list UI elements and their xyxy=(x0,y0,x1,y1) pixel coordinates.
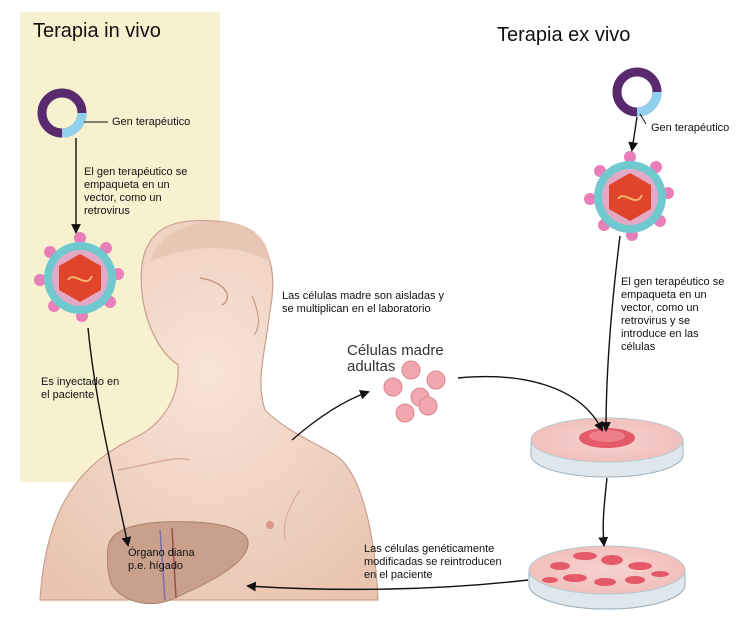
plasmid-left-icon xyxy=(37,88,87,138)
arrow-plasmid-to-virus-right xyxy=(628,116,639,152)
plasmid-right-icon xyxy=(612,67,662,117)
arrow-virus-to-dish xyxy=(601,235,621,432)
retrovirus-right-icon xyxy=(584,151,674,241)
stem-cells-cluster xyxy=(383,360,446,423)
label-target-organ: Órgano diana p.e. hígado xyxy=(128,547,195,572)
petri-dish-1 xyxy=(530,417,684,478)
label-gene-right: Gen terapéutico xyxy=(651,122,730,134)
label-reintroduced: Las células genéticamente modificadas se… xyxy=(364,543,502,581)
title-ex-vivo: Terapia ex vivo xyxy=(497,24,631,46)
label-stem-cells: Células madre adultas xyxy=(347,342,444,375)
label-packaged-left: El gen terapéutico se empaqueta en un ve… xyxy=(84,166,188,217)
patient-figure xyxy=(39,220,379,601)
arrow-virus-to-liver xyxy=(87,327,132,547)
label-injected: Es inyectado en el paciente xyxy=(41,376,120,401)
petri-dish-2 xyxy=(528,545,686,610)
arrow-cells-to-dish xyxy=(457,375,603,432)
label-packaged-right: El gen terapéutico se empaqueta en un ve… xyxy=(621,276,725,353)
title-in-vivo: Terapia in vivo xyxy=(33,20,161,42)
liver-organ xyxy=(106,521,249,605)
retrovirus-left-icon xyxy=(34,232,124,322)
label-gene-left: Gen terapéutico xyxy=(112,116,191,128)
flow-arrows xyxy=(71,116,639,592)
gene-right-leader xyxy=(639,113,647,125)
arrow-patient-to-cells xyxy=(291,390,370,441)
arrow-dish-to-patient xyxy=(246,579,529,592)
label-stem-isolated: Las células madre son aisladas y se mult… xyxy=(282,290,445,315)
arrow-dish-to-dish xyxy=(598,477,609,547)
